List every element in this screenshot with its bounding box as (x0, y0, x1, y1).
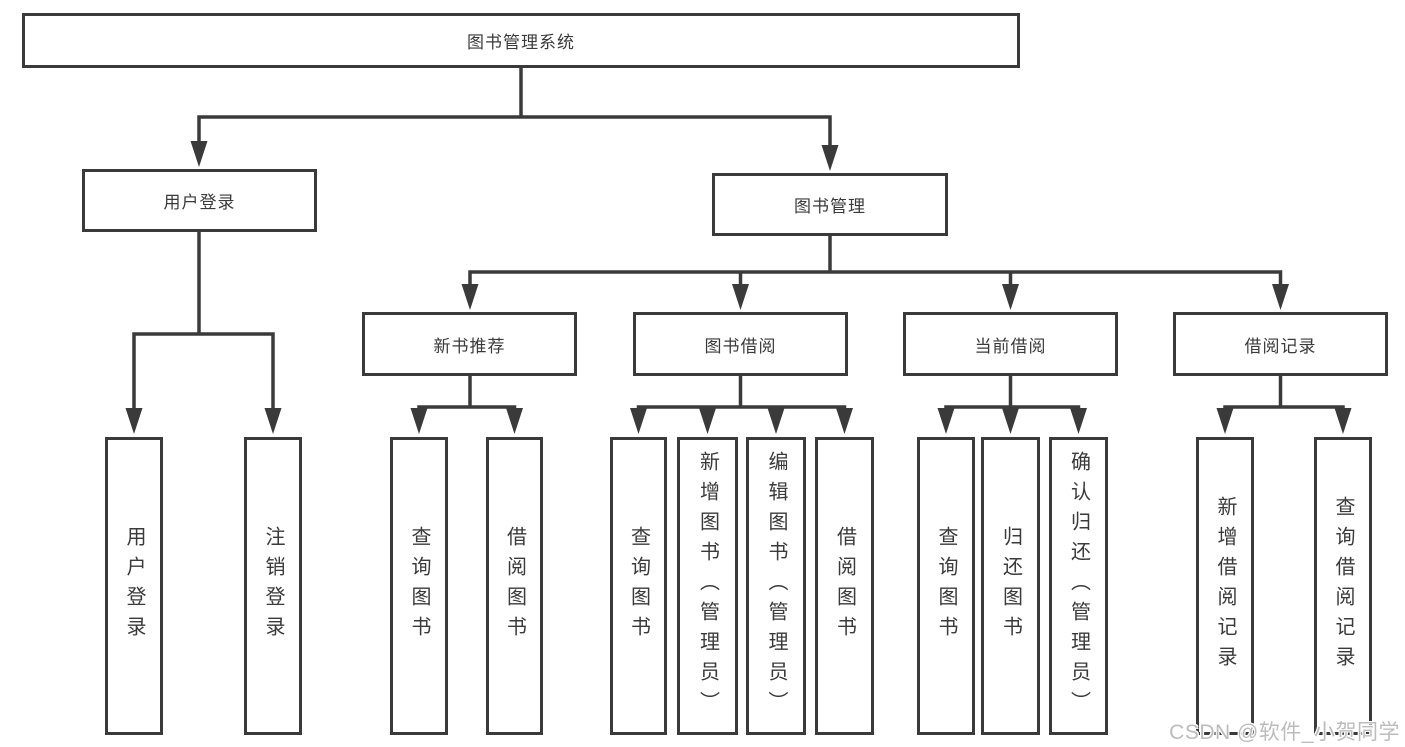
node-label: 新增图书（管理员） (696, 451, 719, 721)
node-label: 用户登录 (163, 193, 236, 212)
leaf-edit-book-admin: 编辑图书（管理员） (746, 437, 806, 735)
leaf-user-login: 用户登录 (105, 437, 163, 735)
csdn-watermark: CSDN @软件_小贺同学 (1169, 721, 1400, 744)
arrow-down-icon (1216, 408, 1234, 434)
leaf-logout: 注销登录 (244, 437, 302, 735)
edge-borrow-split (636, 405, 847, 409)
edge-level2-split (468, 270, 1283, 287)
arrow-down-icon (190, 141, 208, 167)
node-label: 查询图书 (408, 526, 430, 646)
arrow-down-icon (461, 284, 479, 310)
arrow-down-icon (630, 408, 647, 434)
edge-records-split (1223, 405, 1345, 409)
arrow-down-icon (506, 408, 523, 434)
arrow-down-icon (699, 408, 716, 434)
node-label: 查询图书 (935, 526, 957, 646)
node-book-borrowing: 图书借阅 (633, 312, 848, 376)
arrow-down-icon (732, 284, 749, 310)
arrow-down-icon (821, 145, 839, 171)
node-label: 图书管理 (794, 197, 866, 216)
leaf-return-books: 归还图书 (981, 437, 1040, 735)
node-label: 查询图书 (627, 526, 650, 646)
leaf-query-books-borrowing: 查询图书 (610, 437, 667, 735)
arrow-down-icon (1002, 284, 1019, 310)
node-label: 归还图书 (999, 526, 1022, 646)
node-label: 用户登录 (123, 526, 145, 646)
arrow-down-icon (1070, 408, 1087, 434)
node-label: 确认归还（管理员） (1067, 451, 1090, 721)
node-label: 借阅图书 (503, 526, 526, 646)
node-current-borrowing: 当前借阅 (903, 312, 1118, 376)
node-root-library-system: 图书管理系统 (22, 13, 1020, 68)
edge-user-login-split (132, 332, 275, 410)
arrow-down-icon (937, 408, 955, 434)
arrowheads (125, 141, 1352, 434)
node-label: 编辑图书（管理员） (765, 451, 787, 721)
node-label: 查询借阅记录 (1332, 496, 1354, 676)
leaf-add-book-admin: 新增图书（管理员） (677, 437, 738, 735)
node-label: 图书借阅 (704, 336, 777, 356)
node-label: 借阅图书 (833, 526, 856, 646)
node-label: 新增借阅记录 (1214, 496, 1236, 676)
arrow-down-icon (264, 408, 282, 434)
node-label: 图书管理系统 (467, 33, 575, 52)
leaf-add-borrow-record: 新增借阅记录 (1196, 437, 1254, 735)
arrow-down-icon (1002, 408, 1019, 434)
node-label: 当前借阅 (974, 336, 1047, 356)
leaf-confirm-return-admin: 确认归还（管理员） (1049, 437, 1108, 735)
leaf-query-books-current: 查询图书 (917, 437, 975, 735)
node-book-management: 图书管理 (712, 173, 948, 236)
node-user-login: 用户登录 (82, 169, 317, 232)
node-label: 借阅记录 (1244, 336, 1317, 356)
arrow-down-icon (1272, 284, 1289, 310)
arrow-down-icon (410, 408, 428, 434)
node-new-book-recommendation: 新书推荐 (362, 312, 577, 376)
leaf-query-borrow-record: 查询借阅记录 (1314, 437, 1372, 735)
arrow-down-icon (125, 408, 143, 434)
node-label: 新书推荐 (433, 336, 506, 356)
edge-level1-split (197, 115, 832, 147)
node-label: 注销登录 (262, 526, 284, 646)
arrow-down-icon (836, 408, 853, 434)
arrow-down-icon (1334, 408, 1352, 434)
leaf-query-books-recommend: 查询图书 (390, 437, 448, 735)
edge-newbook-split (417, 405, 517, 409)
node-borrowing-records: 借阅记录 (1173, 312, 1388, 376)
leaf-borrow-books-borrowing: 借阅图书 (815, 437, 874, 735)
arrow-down-icon (767, 408, 785, 434)
leaf-borrow-books-recommend: 借阅图书 (486, 437, 543, 735)
